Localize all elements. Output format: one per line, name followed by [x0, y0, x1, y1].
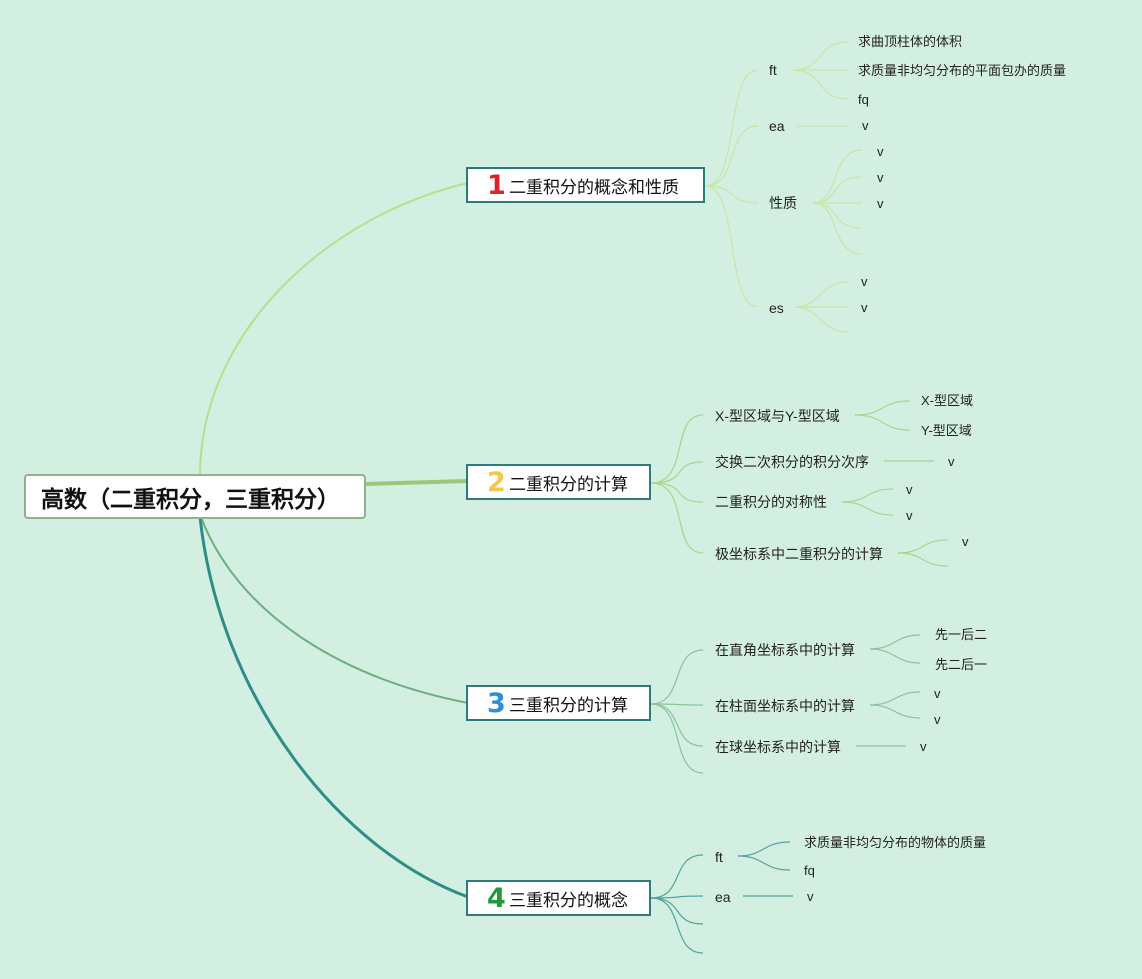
topic-1-number: 1 — [487, 169, 506, 201]
leaf-node[interactable]: v — [934, 686, 941, 701]
connector-topic-3 — [199, 514, 469, 704]
leaf-node[interactable]: 先二后一 — [935, 657, 988, 672]
subtopic-node[interactable]: 在柱面坐标系中的计算 — [715, 698, 855, 714]
subtopic-node[interactable]: ea — [769, 118, 785, 134]
leaf-node[interactable]: v — [906, 508, 913, 523]
subtopic-node[interactable]: 在球坐标系中的计算 — [715, 739, 841, 755]
subtopic-node[interactable]: 二重积分的对称性 — [715, 494, 827, 510]
leaf-node[interactable]: v — [862, 118, 869, 133]
topic-4-label: 三重积分的概念 — [509, 890, 628, 910]
topic-1-label: 二重积分的概念和性质 — [509, 177, 679, 197]
leaf-node[interactable]: v — [877, 170, 884, 185]
topic-4-node[interactable]: 4 三重积分的概念 — [466, 880, 651, 916]
leaf-node[interactable]: v — [962, 534, 969, 549]
leaf-node[interactable]: fq — [804, 863, 815, 878]
topic-2-node[interactable]: 2 二重积分的计算 — [466, 464, 651, 500]
leaf-node[interactable]: 先一后二 — [935, 627, 988, 642]
subtree-topic-4 — [650, 841, 793, 954]
topic-2-number: 2 — [487, 466, 506, 498]
leaf-node[interactable]: v — [861, 300, 868, 315]
leaf-node[interactable]: v — [948, 454, 955, 469]
topic-3-number: 3 — [487, 687, 506, 719]
subtopic-node[interactable]: 交换二次积分的积分次序 — [715, 454, 869, 470]
topic-1-node[interactable]: 1 二重积分的概念和性质 — [466, 167, 705, 203]
leaf-node[interactable]: 求质量非均匀分布的物体的质量 — [804, 835, 987, 850]
leaf-node[interactable]: Y-型区域 — [921, 423, 972, 438]
subtree-topic-2 — [650, 400, 949, 567]
subtopic-node[interactable]: ea — [715, 889, 731, 905]
leaf-node[interactable]: v — [906, 482, 913, 497]
connector-topic-1 — [199, 182, 469, 477]
leaf-node[interactable]: v — [920, 739, 927, 754]
subtree-topic-3 — [650, 634, 921, 774]
leaf-node[interactable]: v — [877, 144, 884, 159]
leaf-node[interactable]: v — [807, 889, 814, 904]
topic-2-label: 二重积分的计算 — [509, 474, 628, 494]
topic-3-label: 三重积分的计算 — [509, 695, 628, 715]
subtopic-node[interactable]: ft — [715, 849, 723, 865]
leaf-node[interactable]: v — [934, 712, 941, 727]
subtopic-node[interactable]: X-型区域与Y-型区域 — [715, 408, 840, 424]
leaf-node[interactable]: 求曲顶柱体的体积 — [858, 34, 963, 49]
leaf-node[interactable]: v — [877, 196, 884, 211]
subtree-topic-1 — [704, 41, 863, 333]
subtopic-node[interactable]: ft — [769, 62, 777, 78]
leaf-node[interactable]: v — [861, 274, 868, 289]
root-label: 高数（二重积分，三重积分） — [41, 485, 340, 512]
leaf-node[interactable]: 求质量非均匀分布的平面包办的质量 — [858, 63, 1067, 78]
subtopic-node[interactable]: 极坐标系中二重积分的计算 — [715, 546, 883, 562]
connector-topic-4 — [198, 516, 469, 899]
connector-topic-2 — [365, 479, 469, 486]
subtopic-node[interactable]: 性质 — [769, 195, 797, 211]
topic-4-number: 4 — [487, 882, 506, 914]
subtopic-node[interactable]: 在直角坐标系中的计算 — [715, 642, 855, 658]
leaf-node[interactable]: fq — [858, 92, 869, 107]
leaf-node[interactable]: X-型区域 — [921, 393, 974, 408]
topic-3-node[interactable]: 3 三重积分的计算 — [466, 685, 651, 721]
root-node[interactable]: 高数（二重积分，三重积分） — [24, 474, 366, 519]
subtopic-node[interactable]: es — [769, 300, 784, 316]
